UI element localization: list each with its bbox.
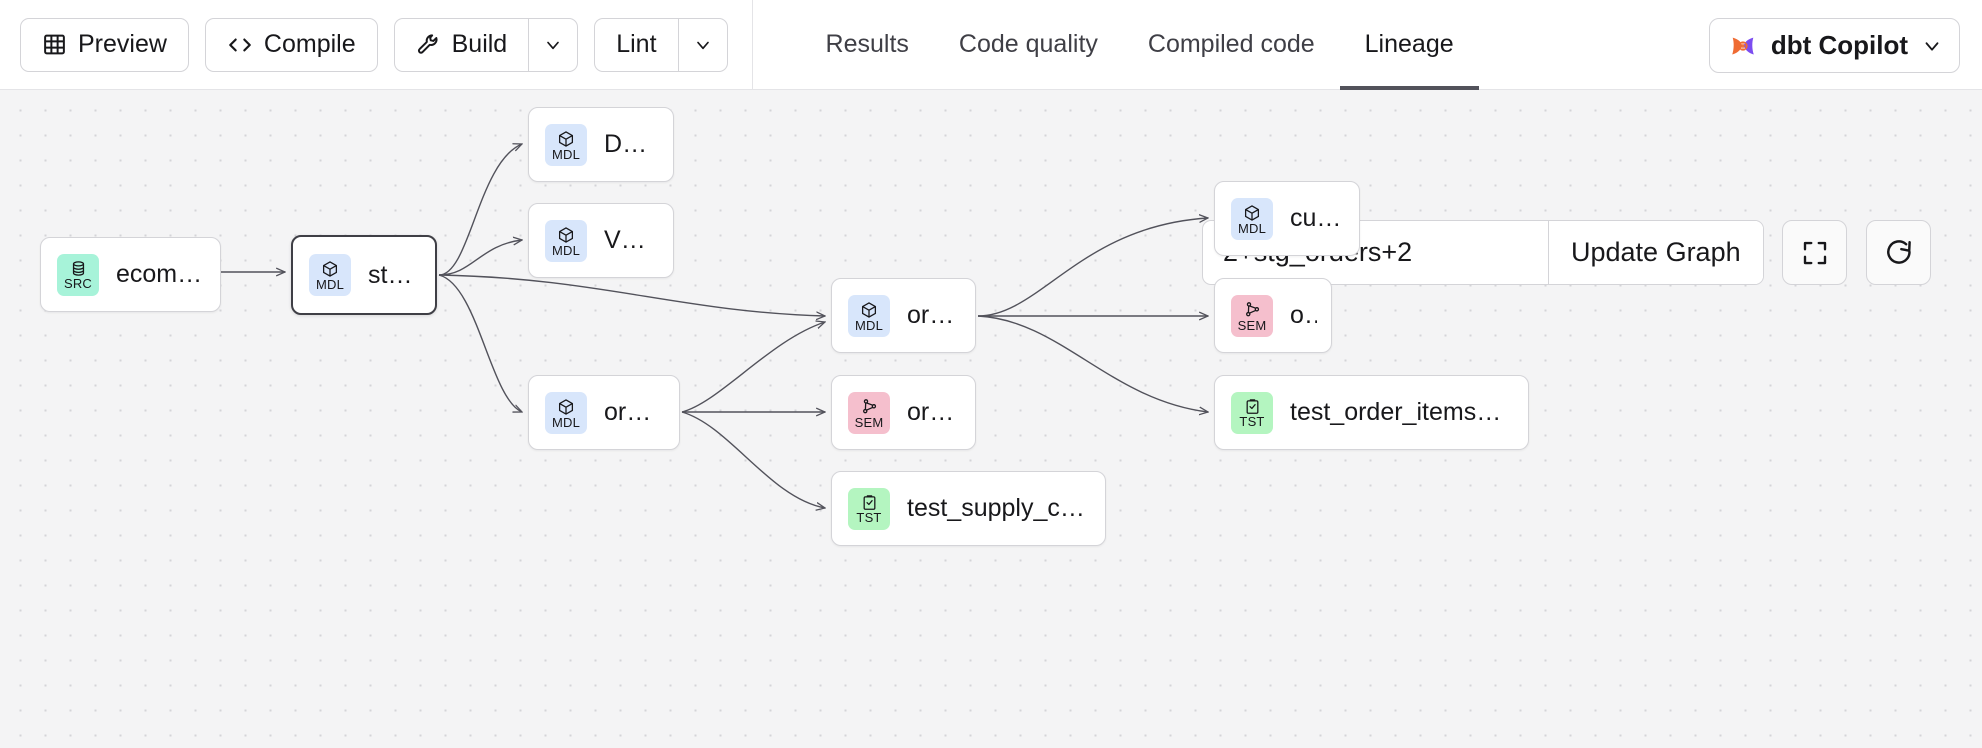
preview-button-label: Preview — [78, 30, 167, 58]
editor-toolbar: Preview Compile Build — [0, 0, 728, 89]
node-type-badge-sem: SEM — [1231, 294, 1273, 337]
dbt-copilot-icon — [1728, 31, 1758, 61]
build-button-label: Build — [451, 30, 508, 58]
tab-results[interactable]: Results — [801, 0, 934, 90]
table-icon — [42, 32, 67, 57]
lineage-node-stg-orders[interactable]: MDL stg_orders — [291, 235, 437, 315]
compile-button-label: Compile — [263, 30, 356, 58]
semantic-icon — [860, 398, 878, 416]
node-type-label: MDL — [551, 414, 581, 430]
node-label: stg_orders — [368, 260, 421, 289]
chevron-down-icon — [543, 35, 563, 55]
node-type-label: MDL — [551, 146, 581, 162]
lint-button[interactable]: Lint — [594, 17, 678, 72]
update-graph-label: Update Graph — [1571, 237, 1741, 267]
clipboard-check-icon — [1244, 398, 1261, 415]
node-label: orders — [907, 301, 961, 329]
tab-results-label: Results — [825, 30, 909, 58]
tab-code-quality-label: Code quality — [958, 30, 1098, 58]
lineage-node-test-order-items[interactable]: TST test_order_items_compute_to_bools_c… — [1214, 375, 1529, 450]
fit-screen-icon — [1800, 238, 1830, 268]
clipboard-check-icon — [861, 494, 878, 511]
node-type-badge-mdl: MDL — [848, 294, 890, 337]
node-type-label: SRC — [63, 276, 93, 291]
update-graph-button[interactable]: Update Graph — [1548, 221, 1763, 284]
compile-button[interactable]: Compile — [204, 17, 378, 72]
node-label: Demo — [604, 130, 659, 158]
node-label: test_order_items_compute_to_bools_c… — [1290, 398, 1514, 426]
node-type-label: MDL — [315, 277, 345, 292]
lineage-node-ve-demo[interactable]: MDL VE_Demo — [528, 203, 674, 278]
lint-button-group: Lint — [594, 17, 728, 72]
node-type-badge-mdl: MDL — [1231, 197, 1273, 240]
node-type-label: SEM — [1237, 317, 1267, 333]
lint-dropdown-toggle[interactable] — [677, 17, 728, 72]
lineage-node-order-item-semantic[interactable]: SEM order_item — [831, 375, 976, 450]
dbt-copilot-label: dbt Copilot — [1770, 30, 1908, 60]
toolbar-divider — [751, 0, 753, 90]
cube-icon — [557, 226, 575, 244]
lineage-node-demo[interactable]: MDL Demo — [528, 107, 674, 182]
lineage-edges — [221, 90, 1982, 748]
node-label: orders — [1290, 301, 1317, 329]
node-type-badge-tst: TST — [848, 487, 890, 530]
lineage-node-ecom-raw-orders[interactable]: SRC ecom.raw_orders — [40, 237, 221, 312]
chevron-down-icon — [693, 35, 713, 55]
lineage-node-orders-semantic[interactable]: SEM orders — [1214, 278, 1332, 353]
node-label: test_supply_costs_sum_correctly — [907, 494, 1091, 522]
node-type-label: SEM — [854, 414, 884, 430]
lineage-node-order-items[interactable]: MDL order_items — [528, 375, 680, 450]
preview-button[interactable]: Preview — [20, 17, 189, 72]
tab-lineage-label: Lineage — [1364, 30, 1454, 58]
node-type-badge-mdl: MDL — [545, 123, 587, 166]
semantic-icon — [1243, 301, 1261, 319]
cube-icon — [860, 301, 878, 319]
lint-button-label: Lint — [616, 30, 657, 58]
lineage-node-customers[interactable]: MDL customers — [1214, 181, 1360, 256]
refresh-graph-button[interactable] — [1866, 220, 1931, 285]
wrench-icon — [416, 32, 441, 57]
fit-view-button[interactable] — [1782, 220, 1847, 285]
node-label: ecom.raw_orders — [116, 260, 206, 288]
results-tabs: Results Code quality Compiled code Linea… — [801, 0, 1479, 90]
cube-icon — [1243, 204, 1261, 222]
node-type-label: TST — [856, 510, 882, 525]
node-type-label: TST — [1239, 414, 1265, 429]
node-type-label: MDL — [1237, 220, 1267, 236]
app-header: Preview Compile Build — [0, 0, 1982, 90]
node-label: order_item — [907, 398, 961, 426]
lineage-canvas[interactable]: Update Graph — [0, 90, 1982, 748]
node-type-badge-mdl: MDL — [545, 219, 587, 262]
code-icon — [227, 32, 253, 58]
chevron-down-icon — [1921, 35, 1943, 57]
build-button[interactable]: Build — [393, 17, 529, 72]
node-type-label: MDL — [551, 242, 581, 258]
node-label: order_items — [604, 398, 665, 426]
tab-compiled-code-label: Compiled code — [1147, 30, 1315, 58]
build-button-group: Build — [393, 17, 579, 72]
tab-code-quality[interactable]: Code quality — [934, 0, 1123, 90]
dbt-copilot-button[interactable]: dbt Copilot — [1708, 18, 1960, 73]
node-type-badge-mdl: MDL — [309, 254, 351, 296]
node-type-badge-src: SRC — [57, 253, 99, 296]
cube-icon — [557, 398, 575, 416]
node-type-badge-sem: SEM — [848, 391, 890, 434]
node-type-label: MDL — [854, 317, 884, 333]
lineage-node-test-supply-costs[interactable]: TST test_supply_costs_sum_correctly — [831, 471, 1106, 546]
node-label: customers — [1290, 204, 1345, 232]
node-label: VE_Demo — [604, 226, 659, 254]
build-dropdown-toggle[interactable] — [528, 17, 579, 72]
tab-compiled-code[interactable]: Compiled code — [1123, 0, 1340, 90]
lineage-node-orders-model[interactable]: MDL orders — [831, 278, 976, 353]
node-type-badge-mdl: MDL — [545, 391, 587, 434]
database-icon — [70, 260, 87, 277]
tab-lineage[interactable]: Lineage — [1339, 0, 1479, 90]
refresh-icon — [1883, 237, 1914, 268]
node-type-badge-tst: TST — [1231, 391, 1273, 434]
cube-icon — [557, 130, 575, 148]
cube-icon — [321, 260, 339, 278]
